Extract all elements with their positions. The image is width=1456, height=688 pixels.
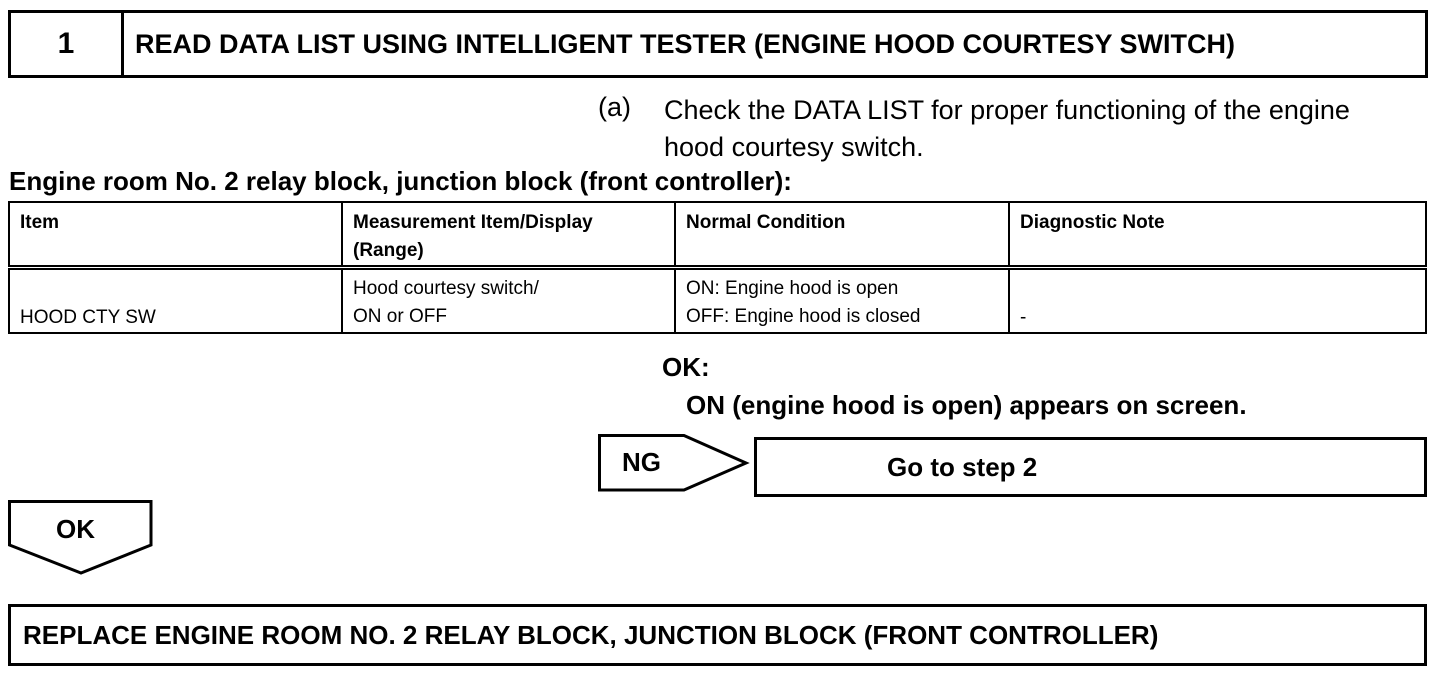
ok-result-label: OK: [662,352,710,382]
measurement-line: ON or OFF [353,306,447,327]
cell-item: HOOD CTY SW [8,267,343,333]
cell-diagnostic-note: - [1008,267,1427,333]
measurement-line: Hood courtesy switch/ [353,278,539,299]
normal-condition-line: ON: Engine hood is open [686,278,899,299]
step-title: READ DATA LIST USING INTELLIGENT TESTER … [135,28,1236,59]
table-header-row: Item Measurement Item/Display (Range) No… [8,202,1427,268]
ok-result-text: ON (engine hood is open) appears on scre… [686,390,1247,420]
final-action-box: REPLACE ENGINE ROOM NO. 2 RELAY BLOCK, J… [8,604,1427,666]
data-list-table: Item Measurement Item/Display (Range) No… [8,201,1427,334]
cell-measurement: Hood courtesy switch/ ON or OFF [341,267,676,333]
ok-arrow-label: OK [56,514,95,544]
table-row: HOOD CTY SW Hood courtesy switch/ ON or … [8,267,1427,333]
table-caption: Engine room No. 2 relay block, junction … [9,166,792,196]
header-normal-condition: Normal Condition [674,202,1010,268]
cell-normal-condition: ON: Engine hood is open OFF: Engine hood… [674,267,1010,333]
ok-arrow-icon [8,500,153,575]
step-header: 1 READ DATA LIST USING INTELLIGENT TESTE… [8,10,1428,78]
step-number: 1 [11,13,124,75]
header-measurement: Measurement Item/Display (Range) [341,202,676,268]
ng-arrow-icon [598,434,750,492]
instruction-text: Check the DATA LIST for proper functioni… [664,95,1350,162]
header-diagnostic-note: Diagnostic Note [1008,202,1427,268]
ng-action-box: Go to step 2 [754,437,1427,497]
final-action-text: REPLACE ENGINE ROOM NO. 2 RELAY BLOCK, J… [23,619,1159,650]
header-item: Item [8,202,343,268]
ng-action-text: Go to step 2 [887,451,1038,482]
instruction-label: (a) [598,92,631,122]
ng-label: NG [622,447,661,477]
normal-condition-line: OFF: Engine hood is closed [686,306,921,327]
